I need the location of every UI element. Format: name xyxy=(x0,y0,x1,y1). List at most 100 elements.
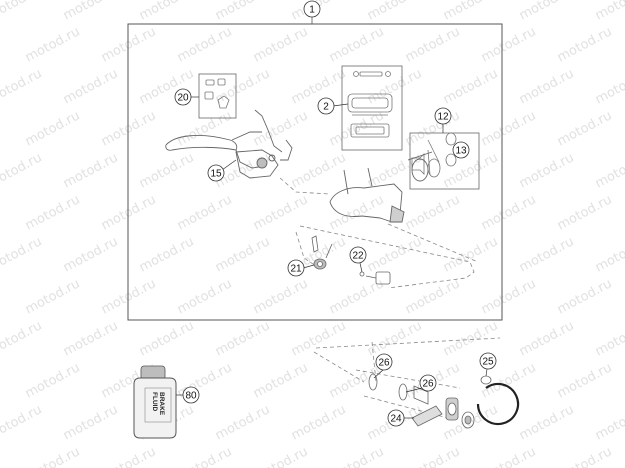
watermark-text: motod.ru xyxy=(99,444,159,468)
callout-80[interactable]: 80 xyxy=(176,386,200,404)
watermark-text: motod.ru xyxy=(175,24,235,65)
dashed-routing xyxy=(279,177,501,419)
callout-26-upper[interactable]: 26 xyxy=(373,353,393,379)
watermark-text: motod.ru xyxy=(99,192,159,233)
bottle-label-line1: BRAKE xyxy=(158,392,165,416)
watermark-text: motod.ru xyxy=(517,402,577,443)
watermark-text: motod.ru xyxy=(0,150,45,191)
subkit-box-2 xyxy=(341,65,403,151)
lower-hose-parts xyxy=(368,373,492,429)
callout-1[interactable]: 1 xyxy=(303,0,321,18)
callout-12-label: 12 xyxy=(437,112,449,123)
watermark-text: motod.ru xyxy=(175,276,235,317)
watermark-text: motod.ru xyxy=(23,24,83,65)
assembly-frame xyxy=(127,23,503,321)
watermark-text: motod.ru xyxy=(403,108,463,149)
watermark-text: motod.ru xyxy=(0,0,45,24)
watermark-text: motod.ru xyxy=(61,234,121,275)
watermark-text: motod.ru xyxy=(137,234,197,275)
watermark-text: motod.ru xyxy=(517,66,577,107)
watermark-text: motod.ru xyxy=(61,150,121,191)
subkit-box-12 xyxy=(409,132,480,190)
master-cylinder-body xyxy=(235,109,293,179)
watermark-text: motod.ru xyxy=(479,108,539,149)
callout-80-label: 80 xyxy=(185,391,197,402)
watermark-text: motod.ru xyxy=(137,150,197,191)
callout-13-label: 13 xyxy=(455,146,467,157)
watermark-text: motod.ru xyxy=(175,192,235,233)
watermark-text: motod.ru xyxy=(251,276,311,317)
watermark-text: motod.ru xyxy=(327,276,387,317)
watermark-text: motod.ru xyxy=(213,0,273,24)
callout-2[interactable]: 2 xyxy=(317,97,349,115)
callout-20[interactable]: 20 xyxy=(174,88,199,106)
watermark-text: motod.ru xyxy=(555,360,615,401)
handlebar-clamp xyxy=(329,151,433,223)
watermark-text: motod.ru xyxy=(213,318,273,359)
watermark-text: motod.ru xyxy=(251,24,311,65)
watermark-text: motod.ru xyxy=(327,444,387,468)
watermark-text: motod.ru xyxy=(555,276,615,317)
watermark-text: motod.ru xyxy=(327,108,387,149)
small-parts-20 xyxy=(204,78,230,109)
watermark-text: motod.ru xyxy=(441,0,501,24)
watermark-text: motod.ru xyxy=(61,0,121,24)
watermark-text: motod.ru xyxy=(23,276,83,317)
callout-22-label: 22 xyxy=(352,251,364,262)
watermark-text: motod.ru xyxy=(23,444,83,468)
callout-15-label: 15 xyxy=(210,169,222,180)
watermark-text: motod.ru xyxy=(61,402,121,443)
watermark-text: motod.ru xyxy=(365,66,425,107)
watermark-text: motod.ru xyxy=(441,318,501,359)
watermark-text: motod.ru xyxy=(365,0,425,24)
callout-24[interactable]: 24 xyxy=(387,409,414,427)
watermark-text: motod.ru xyxy=(289,150,349,191)
callout-13[interactable]: 13 xyxy=(452,141,470,159)
reservoir-cover-parts xyxy=(347,71,393,138)
watermark-text: motod.ru xyxy=(213,234,273,275)
watermark-text: motod.ru xyxy=(0,402,45,443)
watermark-text: motod.ru xyxy=(327,24,387,65)
watermark-text: motod.ru xyxy=(593,318,625,359)
watermark-text: motod.ru xyxy=(251,192,311,233)
watermark-text: motod.ru xyxy=(61,318,121,359)
watermark-text: motod.ru xyxy=(137,318,197,359)
watermark-text: motod.ru xyxy=(517,0,577,24)
watermark-text: motod.ru xyxy=(23,192,83,233)
callout-22[interactable]: 22 xyxy=(349,246,367,273)
watermark-text: motod.ru xyxy=(593,66,625,107)
watermark-text: motod.ru xyxy=(251,444,311,468)
callout-21[interactable]: 21 xyxy=(287,259,315,277)
watermark-text: motod.ru xyxy=(327,192,387,233)
watermark-text: motod.ru xyxy=(555,24,615,65)
watermark-text: motod.ru xyxy=(441,234,501,275)
callout-12[interactable]: 12 xyxy=(434,107,452,133)
watermark-text: motod.ru xyxy=(213,66,273,107)
callout-26-lower-label: 26 xyxy=(422,379,434,390)
watermark-text: motod.ru xyxy=(99,108,159,149)
watermark-text: motod.ru xyxy=(517,318,577,359)
callout-25[interactable]: 25 xyxy=(479,352,497,377)
watermark-text: motod.ru xyxy=(479,24,539,65)
banjo-bolt-21 xyxy=(311,235,333,270)
watermark-text: motod.ru xyxy=(403,192,463,233)
watermark-text: motod.ru xyxy=(555,444,615,468)
watermark-text: motod.ru xyxy=(0,66,45,107)
watermark-text: motod.ru xyxy=(593,0,625,24)
watermark-text: motod.ru xyxy=(403,444,463,468)
watermark-text: motod.ru xyxy=(517,234,577,275)
watermark-text: motod.ru xyxy=(61,66,121,107)
watermark-text: motod.ru xyxy=(441,150,501,191)
watermark-text: motod.ru xyxy=(479,192,539,233)
callout-1-label: 1 xyxy=(309,5,315,16)
watermark-text: motod.ru xyxy=(23,360,83,401)
watermark-text: motod.ru xyxy=(175,444,235,468)
watermark-text: motod.ru xyxy=(441,66,501,107)
watermark-text: motod.ru xyxy=(593,234,625,275)
callout-15[interactable]: 15 xyxy=(207,159,237,182)
callout-26-lower[interactable]: 26 xyxy=(405,374,437,393)
watermark-text: motod.ru xyxy=(479,444,539,468)
watermark-text: motod.ru xyxy=(175,108,235,149)
